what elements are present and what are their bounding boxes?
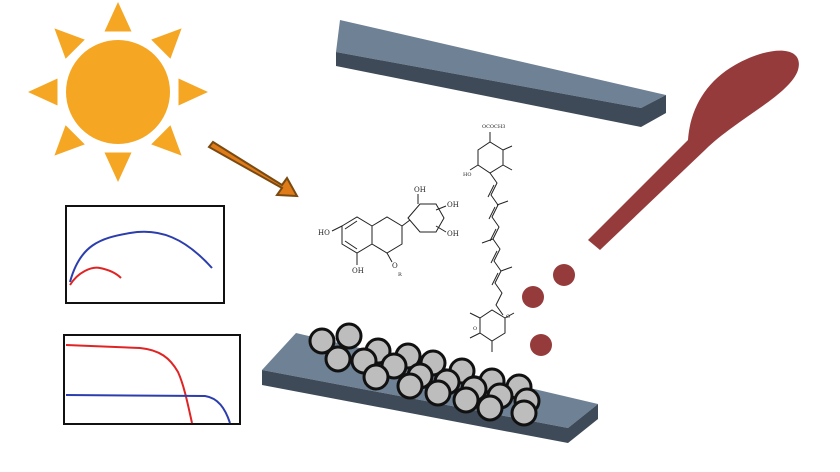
sun-ray <box>178 78 208 106</box>
droplet <box>530 334 552 356</box>
sun-ray <box>151 125 182 156</box>
nanoparticle <box>362 363 390 391</box>
molecule-label: OH <box>447 230 459 238</box>
flavonoid-molecule <box>331 194 447 265</box>
nanoparticle <box>324 345 352 373</box>
carotenoid-labels: OCOCH3 HO O O <box>463 124 510 332</box>
top-electrode <box>336 20 666 127</box>
molecule-label: OH <box>352 267 364 275</box>
sun-ray <box>54 125 85 156</box>
molecule-label: HO <box>318 229 330 237</box>
molecule-label: OH <box>414 186 426 194</box>
red-curve <box>65 344 193 424</box>
nanoparticle <box>335 322 363 350</box>
sun-ray <box>151 28 182 59</box>
blue-curve <box>65 394 231 424</box>
dropper-icon <box>588 50 799 250</box>
molecule-label: HO <box>463 172 471 178</box>
molecule-label: R <box>398 272 402 278</box>
nanoparticle <box>396 372 424 400</box>
carotenoid-molecule <box>469 132 515 352</box>
droplet <box>553 264 575 286</box>
nanoparticle <box>476 394 504 422</box>
arrow-icon <box>207 140 299 198</box>
molecule-label: O <box>506 314 510 320</box>
dye-droplets <box>522 264 575 356</box>
iv-curve-plot <box>63 334 241 425</box>
nanoparticle <box>308 327 336 355</box>
flavonoid-labels: OH OH OH HO OH O R <box>318 186 459 278</box>
power-curve-plot <box>65 205 225 304</box>
sun-ray <box>104 2 132 32</box>
sun-ray <box>28 78 58 106</box>
molecule-label: OH <box>447 201 459 209</box>
nanoparticle <box>510 399 538 427</box>
blue-curve <box>69 230 213 283</box>
sun-ray <box>104 152 132 182</box>
sun-disc <box>66 40 170 144</box>
nanoparticle <box>452 386 480 414</box>
molecule-label: OCOCH3 <box>482 124 505 130</box>
sun-ray <box>54 28 85 59</box>
droplet <box>522 286 544 308</box>
red-curve <box>69 266 122 286</box>
molecule-label: O <box>473 326 477 332</box>
sun-icon <box>28 2 208 182</box>
nanoparticle <box>424 379 452 407</box>
molecule-label: O <box>392 262 398 270</box>
nanoparticle-layer <box>308 322 541 427</box>
